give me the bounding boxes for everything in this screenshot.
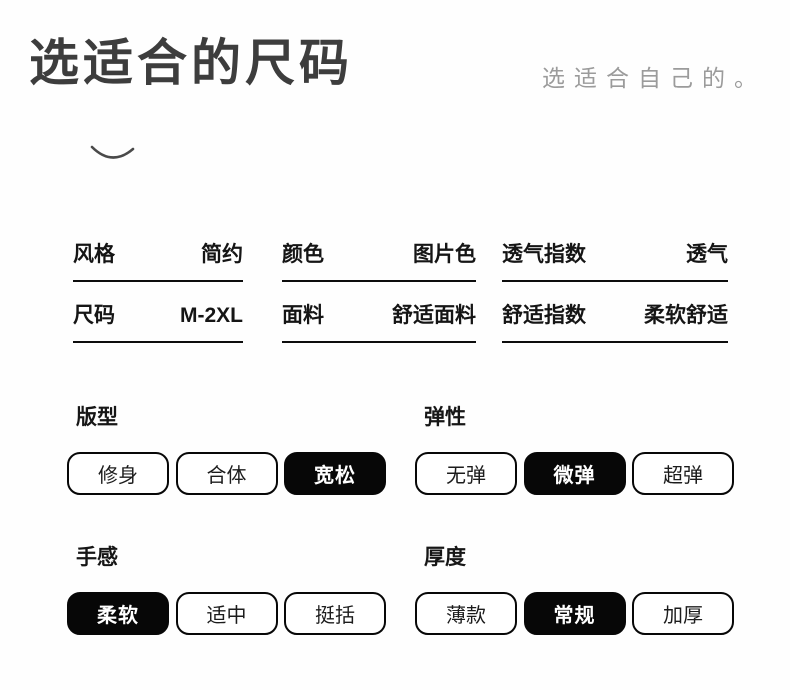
- thickness-choices: 薄款 常规 加厚: [415, 592, 734, 635]
- thickness-thick-button[interactable]: 加厚: [632, 592, 734, 635]
- section-thickness-title: 厚度: [424, 546, 466, 569]
- feel-choices: 柔软 适中 挺括: [67, 592, 386, 635]
- spec-label: 舒适指数: [502, 304, 586, 327]
- page-subtitle: 选适合自己的。: [542, 65, 766, 91]
- section-feel-title: 手感: [76, 546, 118, 569]
- thickness-thin-button[interactable]: 薄款: [415, 592, 517, 635]
- spec-label: 面料: [282, 304, 324, 327]
- spec-column-color-fabric: 颜色 图片色 面料 舒适面料: [282, 244, 476, 343]
- spec-value: 舒适面料: [392, 304, 476, 327]
- spec-label: 风格: [73, 243, 115, 266]
- fit-choices: 修身 合体 宽松: [67, 452, 386, 495]
- spec-label: 尺码: [73, 304, 115, 327]
- elasticity-none-button[interactable]: 无弹: [415, 452, 517, 495]
- feel-medium-button[interactable]: 适中: [175, 592, 278, 635]
- thickness-regular-button[interactable]: 常规: [523, 592, 626, 635]
- spec-value: 简约: [201, 243, 243, 266]
- elasticity-choices: 无弹 微弹 超弹: [415, 452, 734, 495]
- spec-label: 透气指数: [502, 243, 586, 266]
- spec-label: 颜色: [282, 243, 324, 266]
- page-title: 选适合的尺码: [29, 35, 353, 91]
- fit-regular-button[interactable]: 合体: [175, 452, 278, 495]
- fit-slim-button[interactable]: 修身: [67, 452, 169, 495]
- spec-row-comfort: 舒适指数 柔软舒适: [502, 282, 728, 343]
- spec-row-color: 颜色 图片色: [282, 244, 476, 282]
- smile-arc-icon: [90, 145, 135, 159]
- elasticity-high-button[interactable]: 超弹: [632, 452, 734, 495]
- section-fit: 版型 修身 合体 宽松: [67, 406, 386, 495]
- spec-value: 透气: [686, 243, 728, 266]
- feel-soft-button[interactable]: 柔软: [67, 592, 169, 635]
- spec-row-fabric: 面料 舒适面料: [282, 282, 476, 343]
- section-thickness: 厚度 薄款 常规 加厚: [415, 546, 734, 635]
- section-elasticity: 弹性 无弹 微弹 超弹: [415, 406, 734, 495]
- section-fit-title: 版型: [76, 406, 118, 429]
- section-elasticity-title: 弹性: [424, 406, 466, 429]
- spec-column-style-size: 风格 简约 尺码 M-2XL: [73, 244, 243, 343]
- section-feel: 手感 柔软 适中 挺括: [67, 546, 386, 635]
- elasticity-slight-button[interactable]: 微弹: [523, 452, 626, 495]
- spec-row-style: 风格 简约: [73, 244, 243, 282]
- spec-row-breathability: 透气指数 透气: [502, 244, 728, 282]
- fit-loose-button[interactable]: 宽松: [284, 452, 386, 495]
- spec-value: 柔软舒适: [644, 304, 728, 327]
- spec-column-indexes: 透气指数 透气 舒适指数 柔软舒适: [502, 244, 728, 343]
- feel-crisp-button[interactable]: 挺括: [284, 592, 386, 635]
- spec-row-size: 尺码 M-2XL: [73, 282, 243, 343]
- spec-value: M-2XL: [180, 304, 243, 327]
- spec-value: 图片色: [413, 243, 476, 266]
